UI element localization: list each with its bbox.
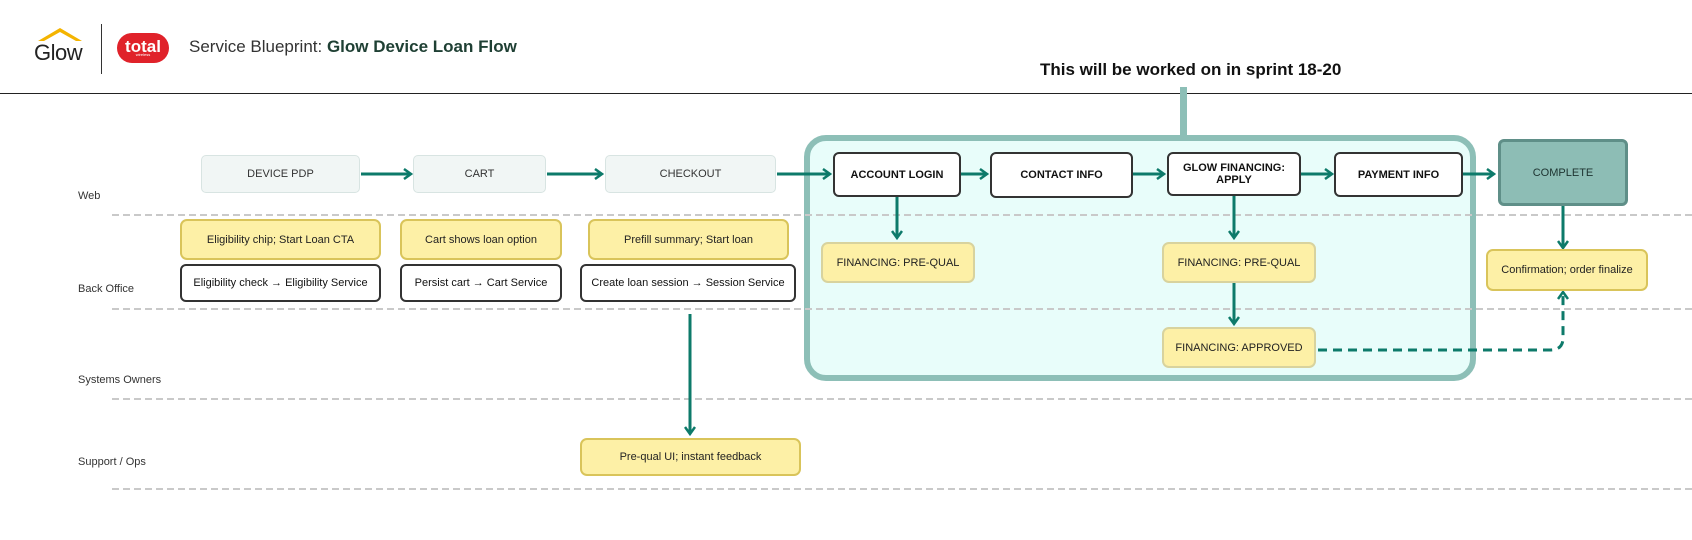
prefill-summary-card: Prefill summary; Start loan [588, 219, 789, 260]
step-contact-info: CONTACT INFO [990, 152, 1133, 198]
total-logo-text: total [125, 37, 161, 56]
step-checkout: CHECKOUT [605, 155, 776, 193]
header-divider [101, 24, 102, 74]
page-title: Service Blueprint: Glow Device Loan Flow [189, 37, 517, 57]
lane-label-web: Web [78, 190, 101, 202]
create-loan-session-card: Create loan session → Session Service [580, 264, 796, 302]
financing-approved-card: FINANCING: APPROVED [1162, 327, 1316, 368]
step-cart: CART [413, 155, 546, 193]
eligibility-check-card: Eligibility check → Eligibility Service [180, 264, 381, 302]
total-wireless-logo: total wireless [117, 33, 169, 63]
financing-prequal-card-1: FINANCING: PRE-QUAL [821, 242, 975, 283]
sprint-note: This will be worked on in sprint 18-20 [1040, 60, 1342, 79]
step-complete: COMPLETE [1498, 139, 1628, 206]
financing-prequal-card-2: FINANCING: PRE-QUAL [1162, 242, 1316, 283]
eligibility-chip-card: Eligibility chip; Start Loan CTA [180, 219, 381, 260]
glow-logo: Glow [34, 28, 84, 65]
title-prefix: Service Blueprint: [189, 37, 327, 56]
glow-roof-icon [38, 28, 82, 41]
persist-cart-card: Persist cart → Cart Service [400, 264, 562, 302]
step-device-pdp: DEVICE PDP [201, 155, 360, 193]
title-main: Glow Device Loan Flow [326, 37, 517, 56]
step-account-login: ACCOUNT LOGIN [833, 152, 961, 197]
sprint-connector [1180, 87, 1187, 137]
lane-label-support-ops: Support / Ops [78, 456, 146, 468]
step-payment-info: PAYMENT INFO [1334, 152, 1463, 197]
header: Glow total wireless Service Blueprint: G… [0, 0, 1692, 94]
glow-logo-text: Glow [34, 40, 83, 65]
lane-label-back-office: Back Office [78, 283, 135, 295]
step-glow-financing-apply: GLOW FINANCING: APPLY [1167, 152, 1301, 196]
dashed-arrow-approved-confirmation [1318, 292, 1563, 352]
prequal-ui-card: Pre-qual UI; instant feedback [580, 438, 801, 476]
cart-shows-loan-card: Cart shows loan option [400, 219, 562, 260]
total-logo-subtext: wireless [135, 52, 151, 57]
confirmation-card: Confirmation; order finalize [1486, 249, 1648, 291]
lane-label-systems-owners: Systems Owners [78, 374, 162, 386]
